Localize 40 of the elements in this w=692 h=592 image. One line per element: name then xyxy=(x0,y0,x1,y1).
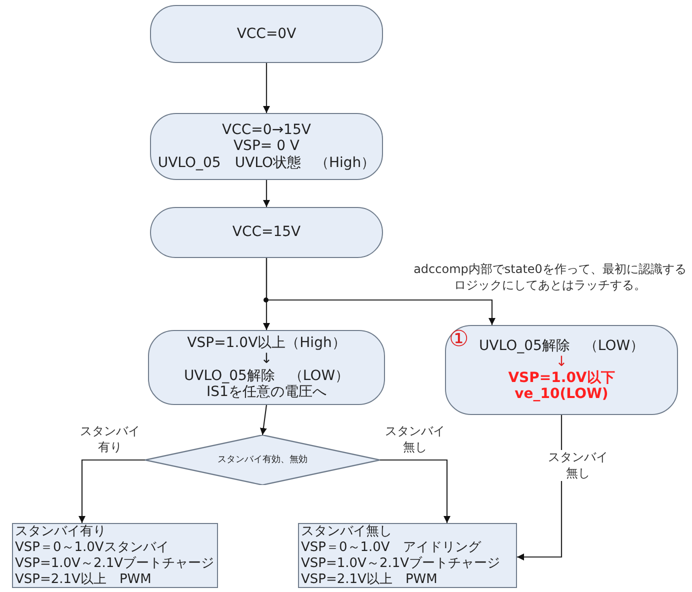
process-box xyxy=(445,325,678,415)
box-text: UVLO_05 UVLO状態 （High） xyxy=(158,154,376,171)
box-text: UVLO_05解除 （LOW） xyxy=(478,338,644,354)
edge-label: スタンバイ有り xyxy=(80,424,140,456)
box-text: スタンバイ有り xyxy=(15,524,106,540)
box-text: VCC=0V xyxy=(236,26,296,42)
box-text: VCC=15V xyxy=(232,224,301,241)
edge-label: スタンバイ無し xyxy=(548,450,608,482)
process-box xyxy=(150,5,383,63)
process-box xyxy=(298,523,517,588)
process-box xyxy=(148,330,385,405)
box-text: VSP=1.0V以上（High） xyxy=(187,335,346,352)
box-text: VSP=2.1V以上 PWM xyxy=(301,572,438,588)
box-text: VSP=1.0V～2.1Vブートチャージ xyxy=(15,556,214,572)
decision-label: スタンバイ有効、無効 xyxy=(218,454,308,466)
box-text: IS1を任意の電圧へ xyxy=(206,384,326,400)
box-text: VSP=2.1V以上 PWM xyxy=(15,572,152,588)
box-text: VSP=1.0V以下 xyxy=(508,370,615,386)
decision-diamond xyxy=(145,435,380,485)
box-text: VSP= 0 V xyxy=(233,138,300,155)
arrow xyxy=(266,258,496,325)
arrow xyxy=(263,180,270,207)
process-box xyxy=(150,113,383,180)
edge-label: スタンバイ無し xyxy=(385,424,445,456)
box-text: VSP=1.0V～2.1Vブートチャージ xyxy=(301,556,500,572)
process-box xyxy=(12,523,218,588)
process-box xyxy=(150,207,383,258)
circled-number: ① xyxy=(449,329,469,351)
arrow-symbol: ↓ xyxy=(556,354,568,370)
arrow-symbol: ↓ xyxy=(260,351,272,368)
arrow xyxy=(78,459,145,523)
arrow xyxy=(380,459,450,523)
arrow xyxy=(263,63,270,113)
box-text: VCC=0→15V xyxy=(222,122,311,138)
box-text: VSP＝0～1.0V アイドリング xyxy=(301,540,481,556)
box-text: VSP＝0～1.0Vスタンバイ xyxy=(15,540,169,556)
box-text: UVLO_05解除 （LOW） xyxy=(184,368,350,384)
box-text: ve_10(LOW) xyxy=(514,386,608,402)
arrow xyxy=(260,404,268,436)
box-text: スタンバイ無し xyxy=(301,524,392,540)
